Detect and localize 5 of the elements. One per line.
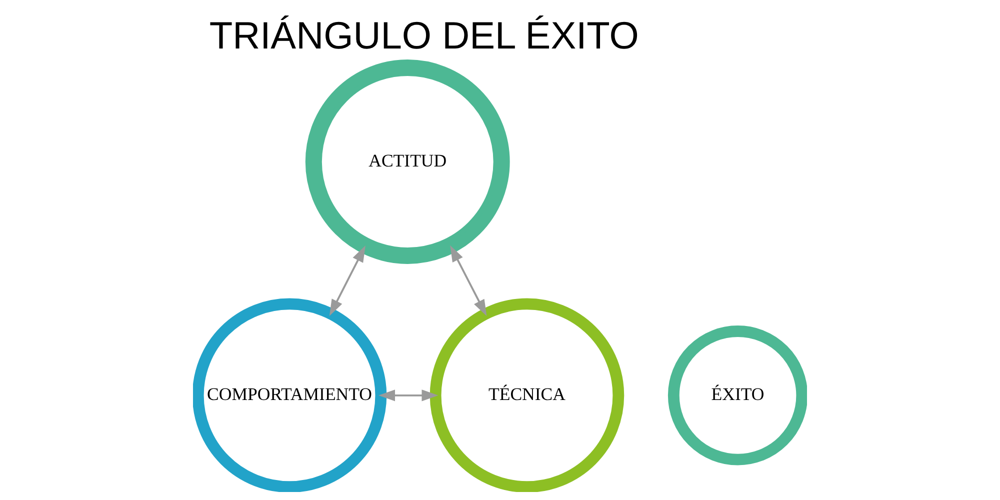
arrow — [329, 246, 366, 316]
arrow — [450, 245, 487, 316]
diagram-title: TRIÁNGULO DEL ÉXITO — [209, 16, 639, 58]
node-circle: ÉXITO — [668, 326, 807, 466]
arrow — [378, 390, 438, 402]
